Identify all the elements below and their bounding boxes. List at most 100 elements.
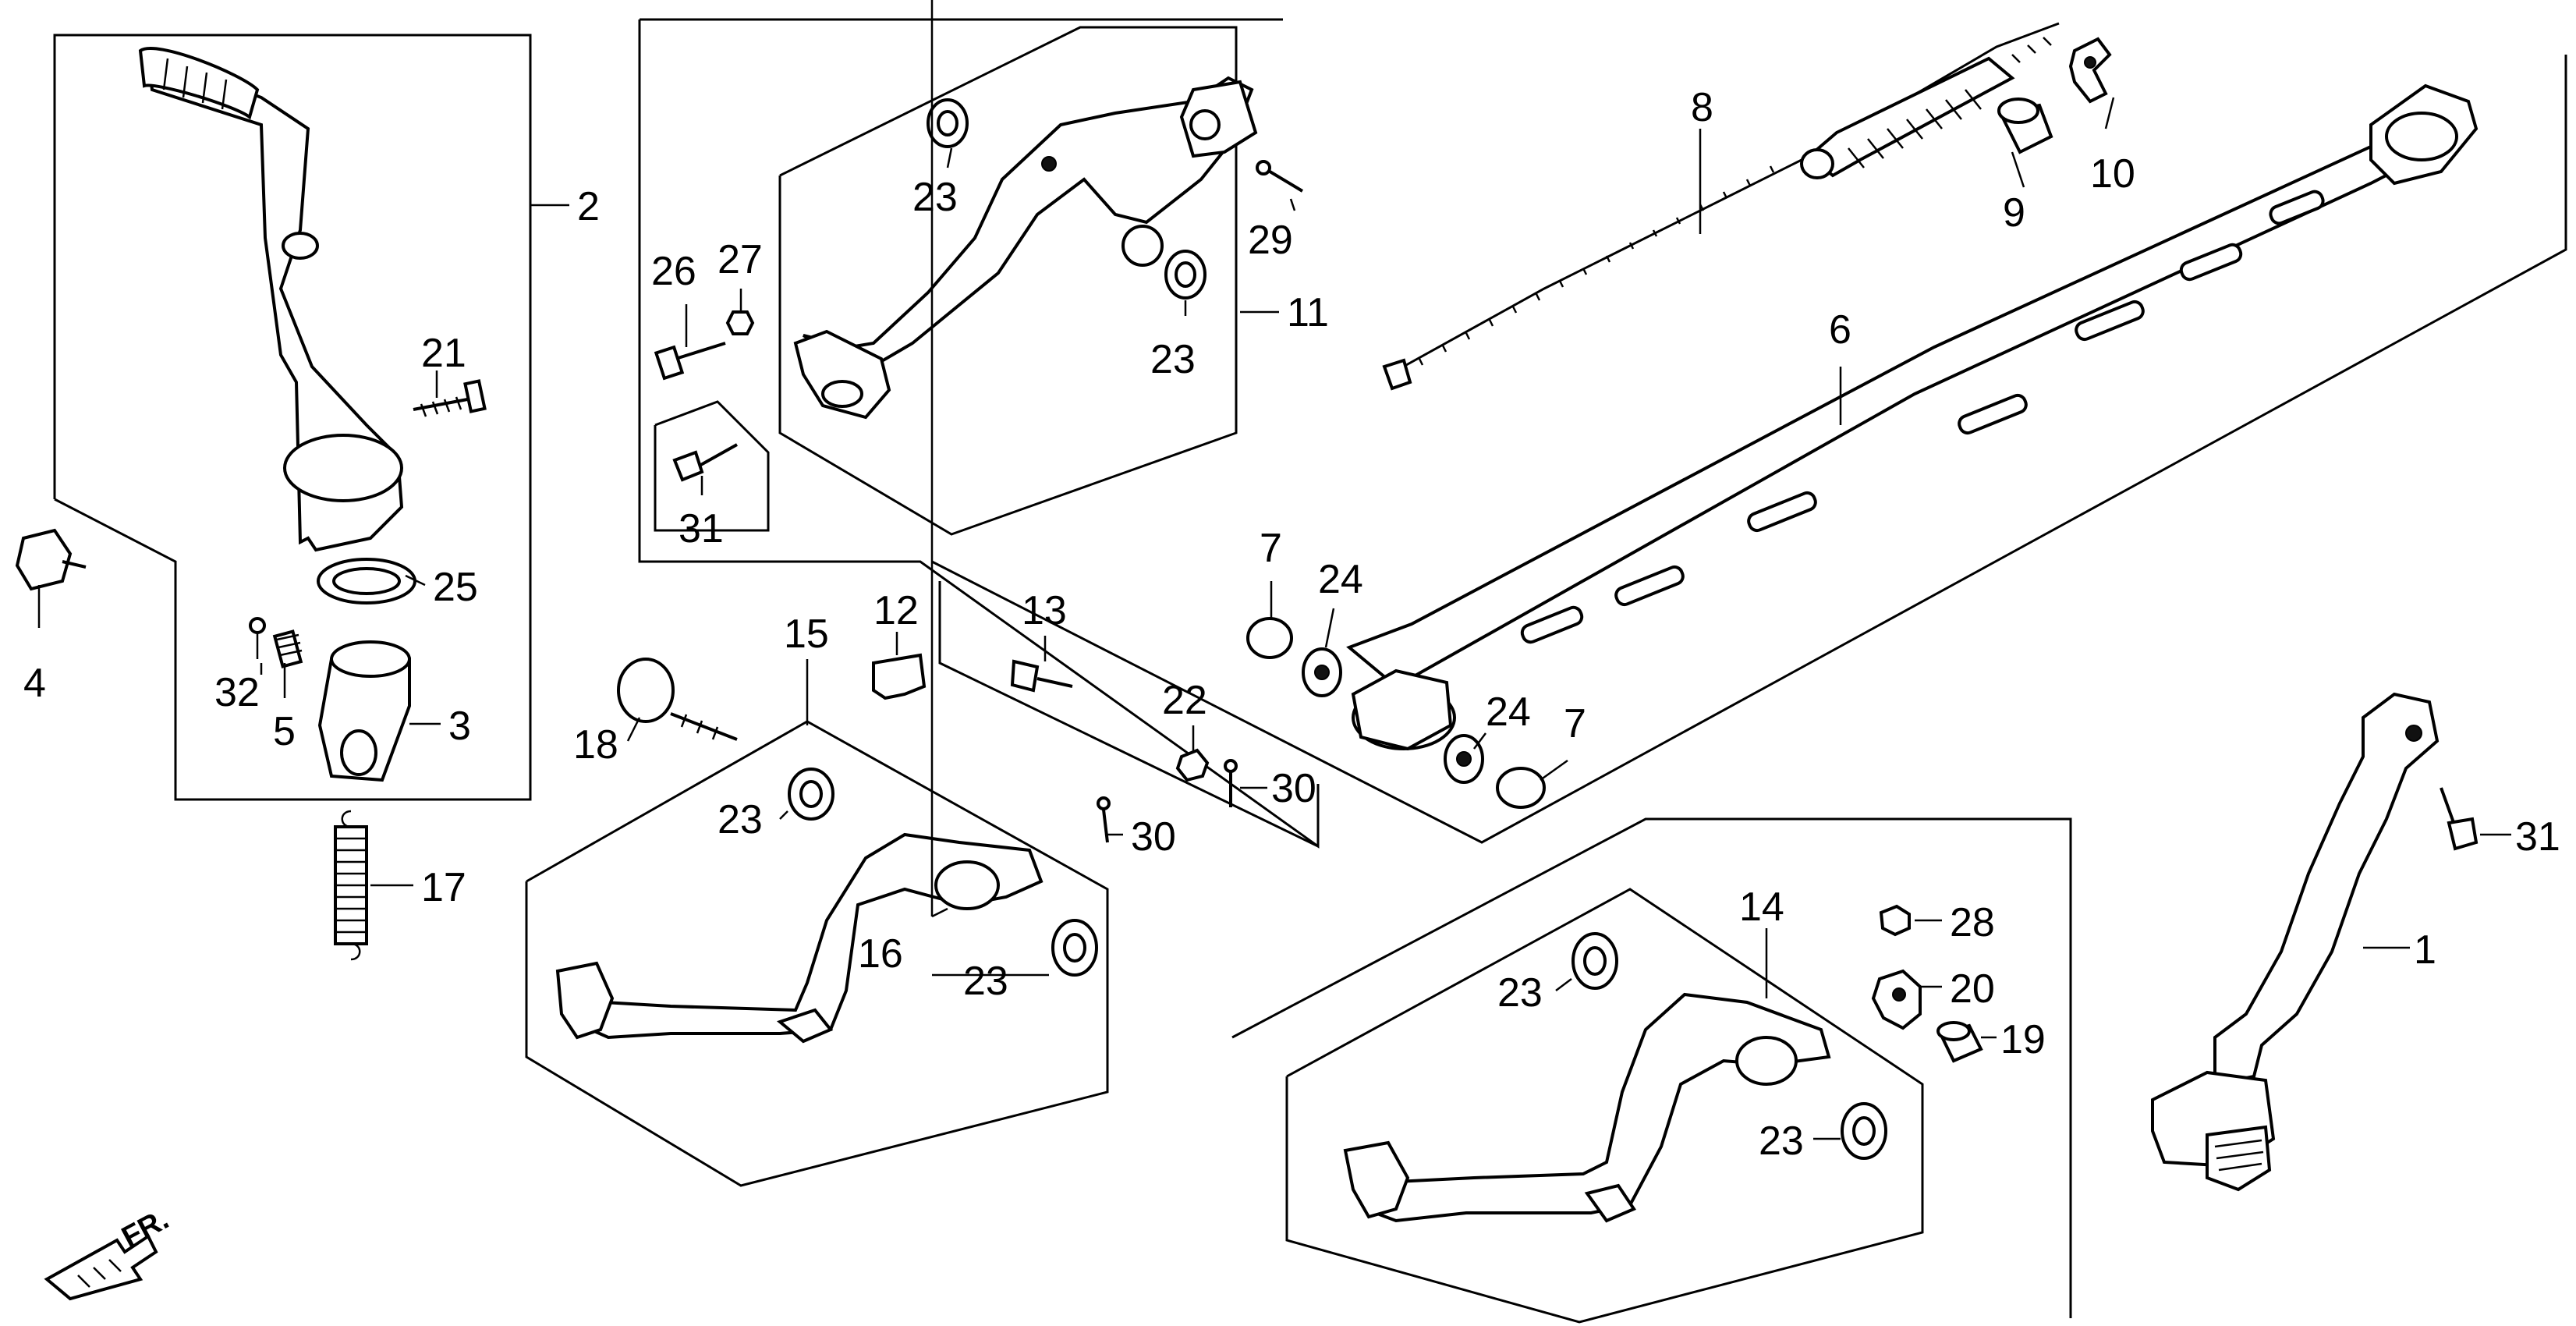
callout-23-a: 23 — [912, 175, 958, 220]
callout-29: 29 — [1248, 218, 1293, 263]
nut-22 — [1175, 748, 1210, 782]
callout-7-b: 7 — [1564, 701, 1586, 746]
callout-3: 3 — [448, 704, 471, 749]
cable-8 — [1382, 22, 2060, 391]
callout-11: 11 — [1287, 290, 1329, 335]
bushing-23-c — [788, 768, 834, 821]
callout-24-b: 24 — [1486, 690, 1531, 735]
kick-arm-body — [146, 51, 404, 552]
boundary-pedal-11 — [778, 26, 1238, 536]
washer-24-a — [1302, 647, 1342, 697]
callout-20: 20 — [1950, 966, 1995, 1012]
front-indicator-label: FR. — [117, 1203, 175, 1254]
collar-7-a — [1246, 617, 1293, 659]
cotter-30-a — [1224, 759, 1238, 807]
callout-19: 19 — [2000, 1017, 2046, 1062]
callout-31-b: 31 — [2515, 814, 2560, 860]
callout-31-a: 31 — [679, 506, 724, 551]
callout-23-f: 23 — [1759, 1119, 1804, 1164]
shift-pedal-15 — [555, 832, 1044, 1044]
brake-pedal-11 — [793, 76, 1258, 420]
callout-13: 13 — [1022, 588, 1067, 633]
callout-labels: 2 21 25 3 4 32 5 17 8 9 10 6 7 24 24 7 1… — [23, 85, 2560, 1164]
callout-30-a: 30 — [1271, 766, 1316, 811]
bushing-23-e — [1571, 932, 1618, 990]
collar-19 — [1936, 1021, 1983, 1063]
callout-4: 4 — [23, 661, 46, 706]
callout-30-b: 30 — [1131, 814, 1176, 860]
bushing-23-a — [927, 98, 969, 148]
front-arrow-icon — [44, 1234, 158, 1301]
washer-24-b — [1444, 734, 1484, 784]
callout-17: 17 — [421, 865, 466, 910]
callout-21: 21 — [421, 331, 466, 376]
callout-22: 22 — [1162, 678, 1207, 723]
callout-8: 8 — [1691, 85, 1713, 130]
callout-32: 32 — [214, 670, 260, 715]
callout-23-d: 23 — [963, 959, 1008, 1004]
boundary-pedal-14 — [1285, 888, 1924, 1324]
callout-14: 14 — [1739, 885, 1784, 930]
spindle-3 — [317, 640, 411, 782]
callout-23-c: 23 — [718, 797, 763, 842]
kick-starter-arm — [138, 47, 404, 552]
bolt-4 — [15, 528, 87, 591]
kick-arm-pivot — [282, 232, 319, 260]
callout-7-a: 7 — [1260, 526, 1282, 571]
leader-lines — [37, 0, 2511, 1140]
pedal-1 — [2151, 692, 2440, 1192]
pivot-bolt-18 — [617, 658, 738, 741]
kick-arm-boss — [283, 434, 403, 502]
callout-23-b: 23 — [1150, 337, 1196, 382]
cotter-pin-29 — [1256, 160, 1304, 193]
seal-25 — [317, 558, 416, 604]
spring-5 — [272, 629, 303, 668]
callout-28: 28 — [1950, 900, 1995, 945]
nut-27 — [725, 310, 755, 335]
bolt-31-a — [672, 443, 738, 482]
callout-12: 12 — [873, 588, 919, 633]
boundary-pedal-14-outer — [1231, 817, 2072, 1318]
pin-32 — [249, 617, 266, 659]
bolt-26 — [654, 342, 726, 381]
callout-18: 18 — [573, 722, 618, 768]
callout-5: 5 — [273, 709, 296, 754]
callout-15: 15 — [784, 612, 829, 657]
pedal-14 — [1343, 992, 1831, 1223]
boundary-bolt-31 — [654, 400, 770, 532]
boundary-kick-starter — [53, 34, 532, 801]
collar-7-b — [1496, 767, 1546, 809]
brake-rod-6 — [1346, 83, 2479, 751]
joint-10 — [2068, 37, 2112, 104]
bushing-23-b — [1164, 250, 1207, 300]
callout-10: 10 — [2090, 151, 2135, 197]
bushing-23-f — [1841, 1102, 1887, 1160]
callout-2: 2 — [577, 184, 600, 229]
bolt-13 — [1010, 659, 1073, 693]
kick-grip-ridges — [162, 58, 228, 110]
cotter-30-b — [1097, 796, 1111, 843]
callout-27: 27 — [718, 237, 763, 282]
group-boundaries — [53, 18, 2567, 1324]
callout-1: 1 — [2414, 927, 2436, 973]
kick-grip — [138, 47, 260, 120]
clip-12 — [872, 653, 927, 700]
joint-20 — [1871, 969, 1922, 1030]
callout-9: 9 — [2003, 190, 2025, 236]
callout-6: 6 — [1829, 307, 1851, 353]
collar-9 — [1997, 98, 2053, 154]
callout-23-e: 23 — [1497, 970, 1543, 1016]
bolt-31-b — [2440, 787, 2479, 851]
nut-28 — [1879, 904, 1911, 937]
bushing-23-d — [1051, 919, 1098, 977]
bolt-21 — [413, 379, 487, 417]
boundary-shift-group — [938, 581, 1320, 849]
boundary-rod-group — [931, 55, 2567, 844]
callout-26: 26 — [651, 249, 696, 294]
callout-16: 16 — [858, 931, 903, 977]
callout-24-a: 24 — [1318, 557, 1363, 602]
spring-17 — [334, 810, 368, 961]
callout-25: 25 — [433, 565, 478, 610]
